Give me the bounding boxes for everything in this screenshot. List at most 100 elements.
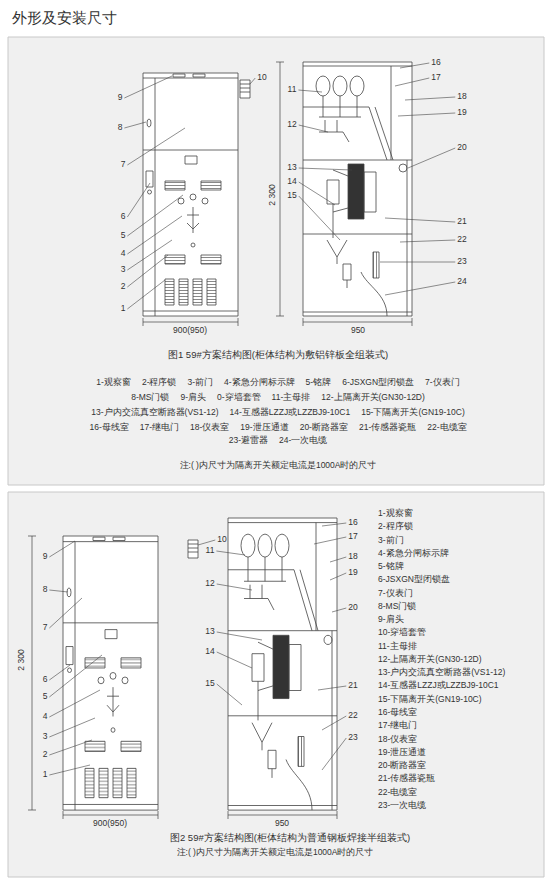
parts-list-item: 19-泄压通道 xyxy=(378,746,505,759)
leader-line xyxy=(380,262,455,263)
leader-line xyxy=(198,540,215,545)
parts-list-item: 6-JSXGN型闭锁盘 xyxy=(378,573,505,586)
callout-number: 6 xyxy=(43,675,48,685)
parts-list-item: 1-观察窗 xyxy=(378,507,505,520)
parts-list-item: 22-电缆室 xyxy=(378,786,505,799)
leader-line xyxy=(49,690,100,717)
dimension-label: 2 300 xyxy=(268,184,278,205)
leader-line xyxy=(400,240,455,242)
leader-line xyxy=(400,63,429,68)
parts-list-item: 2-程序锁 xyxy=(142,378,177,388)
parts-list-item: 5-铭牌 xyxy=(378,560,505,573)
leader-line xyxy=(217,632,262,640)
parts-list-item: 23-避雷器 xyxy=(229,436,268,446)
parts-list-item: 21-传感器瓷瓶 xyxy=(378,772,505,785)
leader-line xyxy=(322,716,346,730)
leader-line xyxy=(398,113,455,116)
callout-number: 20 xyxy=(457,143,466,153)
callout-number: 22 xyxy=(348,711,357,721)
parts-list: 13-户内交流真空断路器(VS1-12) 14-互感器LZZJ或LZZBJ9-10… xyxy=(91,408,464,418)
parts-list-item: 16-母线室 xyxy=(378,706,505,719)
leader-line xyxy=(49,765,90,775)
drawing-stroke xyxy=(228,811,337,819)
leader-line xyxy=(49,598,82,628)
callout-number: 18 xyxy=(457,92,466,102)
dimension-label: 900(950) xyxy=(93,819,127,829)
parts-list-item: 3-前门 xyxy=(187,378,213,388)
drawing-stroke xyxy=(28,536,36,810)
parts-list-item: 20-断路器室 xyxy=(300,423,348,433)
leader-line xyxy=(49,665,70,680)
parts-list-item: 2-程序锁 xyxy=(378,520,505,533)
callout-number: 10 xyxy=(217,535,226,545)
callout-number: 3 xyxy=(43,732,48,742)
callout-number: 17 xyxy=(431,73,440,83)
leader-line xyxy=(408,148,455,168)
parts-list-item: 4-紧急分闸标示牌 xyxy=(378,547,505,560)
dimension-label: 950 xyxy=(275,819,289,829)
leader-line xyxy=(127,280,165,309)
callout-number: 21 xyxy=(348,681,357,691)
parts-list-item: 13-户内交流真空断路器(VS1-12) xyxy=(378,666,505,679)
parts-list-item: 12-上隔离开关(GN30-12D) xyxy=(321,393,425,403)
parts-list-item: 12-上隔离开关(GN30-12D) xyxy=(378,653,505,666)
parts-list-item: 13-户内交流真空断路器(VS1-12) xyxy=(91,408,218,418)
callout-number: 4 xyxy=(43,712,48,722)
callout-number: 8 xyxy=(118,123,123,133)
leader-line xyxy=(217,584,252,590)
parts-list-item: 17-继电门 xyxy=(378,719,505,732)
dimension-label: 2 300 xyxy=(17,649,27,670)
leader-line xyxy=(124,122,146,128)
callout-number: 5 xyxy=(121,231,126,241)
parts-list-item: 0-穿墙套管 xyxy=(217,393,261,403)
callout-number: 11 xyxy=(206,546,215,556)
parts-list: 16-母线室17-继电门18-仪表室19-泄压通道20-断路器室21-传感器瓷瓶… xyxy=(89,423,466,433)
callout-number: 16 xyxy=(431,58,440,68)
figure-caption: 图2 59#方案结构图(柜体结构为普通钢板焊接半组装式) xyxy=(170,833,410,844)
callout-number: 10 xyxy=(257,73,266,83)
callout-number: 24 xyxy=(457,277,466,287)
parts-list-item: 20-断路器室 xyxy=(378,759,505,772)
leader-line xyxy=(127,183,150,217)
parts-list-item: 6-JSXGN型闭锁盘 xyxy=(342,378,414,388)
leader-line xyxy=(332,608,346,612)
callout-number: 13 xyxy=(205,627,214,637)
dimension-label: 950 xyxy=(351,326,365,336)
callout-number: 21 xyxy=(457,217,466,227)
dimension-lines xyxy=(28,62,412,819)
note-text: 注:( )内尺寸为隔离开关额定电流是1000A时的尺寸 xyxy=(180,461,377,471)
callout-number: 11 xyxy=(288,85,297,95)
leader-line xyxy=(216,551,245,555)
leader-line xyxy=(299,168,352,170)
leader-line xyxy=(127,128,185,165)
leader-line xyxy=(299,125,328,132)
parts-list-item: 9-肩头 xyxy=(180,393,206,403)
parts-list: 8-MS门锁9-肩头0-穿墙套管11-主母排12-上隔离开关(GN30-12D) xyxy=(131,393,425,403)
leader-line xyxy=(298,90,322,92)
note-text: 注:( )内尺寸为隔离开关额定电流是1000A时的尺寸 xyxy=(177,848,374,858)
parts-list-item: 14-互感器LZZJ或LZZBJ9-10C1 xyxy=(230,408,351,418)
leader-line xyxy=(318,686,346,690)
leader-line xyxy=(330,557,346,562)
callout-number: 18 xyxy=(348,552,357,562)
callout-number: 19 xyxy=(457,108,466,118)
leader-line xyxy=(299,196,340,240)
leader-line xyxy=(49,655,102,697)
wall-bushing xyxy=(188,540,198,558)
callout-number: 7 xyxy=(43,623,48,633)
callout-number: 16 xyxy=(348,518,357,528)
callout-number: 6 xyxy=(121,212,126,222)
parts-list-item: 17-继电门 xyxy=(140,423,179,433)
leader-line xyxy=(127,195,183,236)
parts-list-item: 8-MS门锁 xyxy=(378,600,505,613)
callout-number: 9 xyxy=(118,93,123,103)
callout-number: 15 xyxy=(287,191,296,201)
parts-list-item: 4-紧急分闸标示牌 xyxy=(224,378,295,388)
parts-list-item: 7-仪表门 xyxy=(378,587,505,600)
parts-list-item: 10-穿墙套管 xyxy=(378,626,505,639)
leader-line xyxy=(124,76,172,98)
drawing-stroke xyxy=(276,62,284,316)
parts-list-item: 15-下隔离开关(GN19-10C) xyxy=(378,693,505,706)
parts-list: 1-观察窗2-程序锁3-前门4-紧急分闸标示牌5-铭牌6-JSXGN型闭锁盘7-… xyxy=(96,378,459,388)
figure-panel xyxy=(8,492,544,877)
